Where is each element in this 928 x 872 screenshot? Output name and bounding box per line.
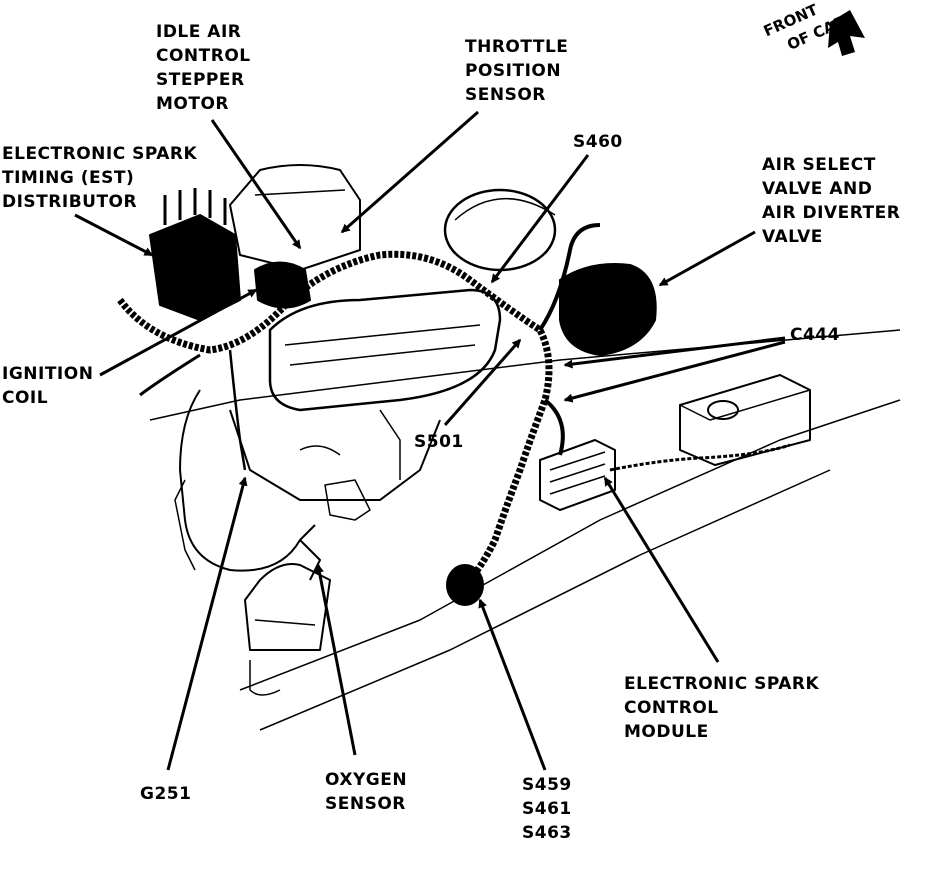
front-of-car-arrow (828, 10, 865, 56)
arrow-o2 (315, 563, 357, 756)
arrow-s460 (490, 154, 590, 284)
coolant-reservoir (679, 374, 811, 466)
arrow-c444-lower (563, 340, 786, 403)
label-air-select-valve: AIR SELECT VALVE AND AIR DIVERTER VALVE (762, 155, 901, 247)
label-oxygen-sensor: OXYGEN SENSOR (325, 770, 408, 814)
frame-rail-lower (239, 399, 901, 691)
arrow-c444-upper (563, 336, 786, 369)
label-s501: S501 (414, 432, 464, 452)
arrow-splices (478, 598, 547, 771)
valve-cover (268, 288, 502, 412)
label-splices: S459 S461 S463 (522, 775, 572, 843)
air-pump (443, 188, 657, 356)
arrow-air (658, 230, 756, 287)
arrow-tps (340, 110, 479, 234)
wiring-harness (117, 250, 553, 588)
label-est-distributor: ELECTRONIC SPARK TIMING (EST) DISTRIBUTO… (2, 144, 198, 212)
exhaust-manifold (244, 563, 331, 651)
label-ignition-coil: IGNITION COIL (2, 364, 94, 408)
arrow-escm (603, 476, 720, 663)
arrow-coil (99, 288, 258, 377)
label-throttle-position-sensor: THROTTLE POSITION SENSOR (465, 37, 569, 105)
frame-rail (149, 329, 901, 421)
arrow-iac (210, 119, 302, 250)
arrow-s501 (443, 338, 522, 426)
arrow-g251 (166, 476, 248, 771)
label-idle-air-control: IDLE AIR CONTROL STEPPER MOTOR (156, 22, 251, 114)
frame-rail-lower-2 (259, 469, 831, 731)
ignition-coil (254, 261, 311, 309)
label-c444: C444 (790, 325, 840, 345)
arrow-est (74, 213, 154, 257)
engine-block (229, 409, 441, 501)
engine-illustration (117, 164, 901, 731)
throttle-body (229, 164, 361, 271)
harness-clamp (446, 564, 484, 606)
label-esc-module: ELECTRONIC SPARK CONTROL MODULE (624, 674, 820, 742)
esc-module (539, 439, 616, 511)
label-g251: G251 (140, 784, 192, 804)
label-s460: S460 (573, 132, 623, 152)
leader-arrows (74, 110, 786, 771)
